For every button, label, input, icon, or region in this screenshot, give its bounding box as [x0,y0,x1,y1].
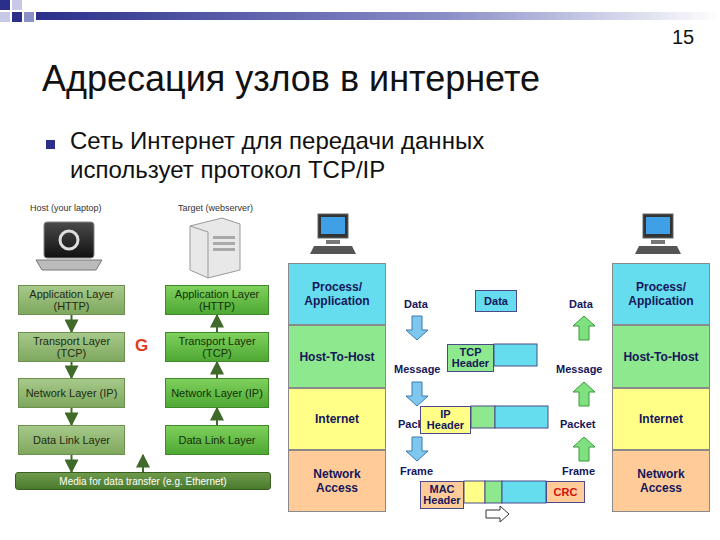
box-text: Network Access [292,467,382,495]
computer-icon [635,214,681,254]
layer-arrow [216,362,218,378]
pdu-label: Frame [400,465,433,477]
direction-arrow [486,506,509,522]
laptop-icon [36,222,102,270]
logo-letter: G [135,336,148,356]
box-text: Transport Layer (TCP) [21,335,122,359]
bullet-square [46,140,55,149]
box-text: Network Layer (IP) [171,387,263,399]
tcpip-layer: Internet [612,388,710,450]
box-text: Internet [315,412,359,426]
layer-arrow [216,315,218,332]
box-text: CRC [554,487,578,498]
box-text: Internet [639,412,683,426]
host-caption: Target (webserver) [178,203,253,213]
box-text: Process/ Application [292,280,382,308]
layer-box: Application Layer (HTTP) [165,285,269,315]
layer-arrow [71,362,73,378]
box-text: Data [484,296,508,307]
box-text: Data Link Layer [33,434,110,446]
header-segment: MAC Header [420,481,464,509]
pdu-label: Message [556,363,602,375]
layer-box: Network Layer (IP) [165,378,269,408]
bullet-text: Сеть Интернет для передачи данных исполь… [70,126,610,184]
box-text: TCP Header [449,347,492,369]
layer-box: Application Layer (HTTP) [18,285,125,315]
box-text: Process/ Application [616,280,706,308]
crc-segment: CRC [546,481,585,503]
box-text: Application Layer (HTTP) [168,288,266,312]
box-text: Host-To-Host [299,350,374,364]
box-text: Network Access [616,467,706,495]
down-arrows [406,316,428,461]
tcpip-layer: Process/ Application [288,263,386,325]
page-number: 15 [672,26,694,49]
box-text: Application Layer (HTTP) [21,288,122,312]
box-text: IP Header [422,409,469,431]
top-bar [36,12,720,20]
box-text: Network Layer (IP) [26,387,118,399]
tcpip-layer: Host-To-Host [612,325,710,388]
pdu-label: Packet [560,418,595,430]
layer-arrow [71,315,73,332]
layer-box: Data Link Layer [165,425,269,455]
layer-arrow [71,408,73,425]
layer-box: Network Layer (IP) [18,378,125,408]
layer-arrow [71,455,73,472]
layer-arrow [216,408,218,425]
header-segment: TCP Header [447,344,494,372]
data-segment: Data [475,290,517,312]
box-text: Host-To-Host [623,350,698,364]
box-text: MAC Header [422,484,462,506]
pdu-label: Data [404,298,428,310]
box-text: Media for data transfer (e.g. Ethernet) [59,476,226,487]
layer-box: Transport Layer (TCP) [165,332,269,362]
tcpip-layer: Process/ Application [612,263,710,325]
corner-squares [0,0,34,22]
header-segment: IP Header [420,406,471,434]
tcpip-layer: Network Access [612,450,710,512]
layer-arrow [142,455,144,472]
box-text: Data Link Layer [178,434,255,446]
pdu-label: Data [569,298,593,310]
media-bar: Media for data transfer (e.g. Ethernet) [15,472,271,490]
slide-title: Адресация узлов в интернете [42,58,540,100]
pdu-label: Frame [562,465,595,477]
server-icon [190,218,240,278]
host-caption: Host (your laptop) [30,203,102,213]
tcpip-layer: Network Access [288,450,386,512]
layer-box: Data Link Layer [18,425,125,455]
computer-icon [310,214,356,254]
box-text: Transport Layer (TCP) [168,335,266,359]
tcpip-layer: Host-To-Host [288,325,386,388]
tcpip-layer: Internet [288,388,386,450]
pdu-label: Message [394,363,440,375]
layer-box: Transport Layer (TCP) [18,332,125,362]
up-arrows [573,316,595,461]
